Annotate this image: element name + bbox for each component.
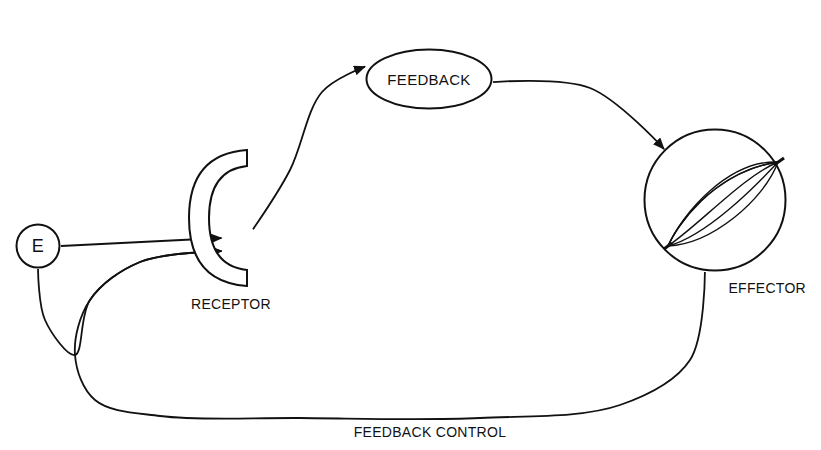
effector-circle-outline (643, 128, 787, 272)
receptor-shape-outline (183, 148, 253, 288)
muscle-fibres (664, 158, 784, 249)
node-shape (643, 128, 787, 272)
text-holder: E (15, 223, 61, 269)
receptor-shape: RECEPTOR (183, 148, 271, 312)
node-shape: FEEDBACK (365, 48, 493, 110)
flow-arrow (253, 67, 365, 230)
effector-circle: EFFECTOR (643, 128, 818, 296)
edge-label: FEEDBACK CONTROL (350, 424, 511, 440)
node-shape: E (15, 223, 61, 269)
effector-circle-line (645, 130, 786, 271)
node-label: E (32, 236, 44, 257)
feedback-ellipse-line (367, 50, 492, 109)
node-shape (183, 148, 253, 288)
stimulus-circle: E (15, 223, 61, 269)
receptor-outline (189, 150, 247, 286)
flow-arrow (75, 251, 705, 419)
stimulus-circle-line (17, 225, 60, 268)
flow-arrow (493, 81, 664, 149)
node-label: FEEDBACK (387, 71, 470, 88)
node-label: RECEPTOR (183, 296, 271, 312)
feedback-ellipse: FEEDBACK (365, 48, 493, 110)
node-label: EFFECTOR (643, 280, 818, 296)
text-holder: FEEDBACK (365, 48, 493, 110)
